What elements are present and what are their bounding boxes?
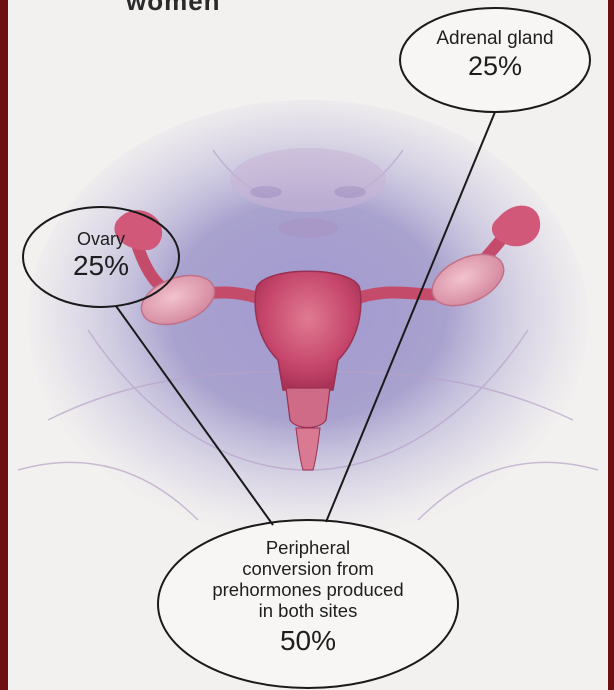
adrenal-label: Adrenal gland: [390, 28, 600, 50]
figure-title-fragment: women: [126, 0, 221, 17]
ovary-callout: Ovary 25%: [26, 228, 176, 282]
adrenal-callout: Adrenal gland 25%: [390, 28, 600, 82]
peripheral-percent: 50%: [158, 623, 458, 659]
cervix: [286, 388, 330, 428]
figure-page: women Adrenal gland 25% Ovary 25% Periph…: [8, 0, 608, 690]
peripheral-callout: Peripheral conversion from prehormones p…: [158, 537, 458, 659]
adrenal-percent: 25%: [390, 50, 600, 82]
peripheral-label-line-3: prehormones produced: [158, 579, 458, 600]
peripheral-label-line-4: in both sites: [158, 600, 458, 621]
ovary-percent: 25%: [26, 250, 176, 282]
peripheral-label-line-2: conversion from: [158, 558, 458, 579]
peripheral-label-line-1: Peripheral: [158, 537, 458, 558]
ovary-label: Ovary: [26, 228, 176, 250]
